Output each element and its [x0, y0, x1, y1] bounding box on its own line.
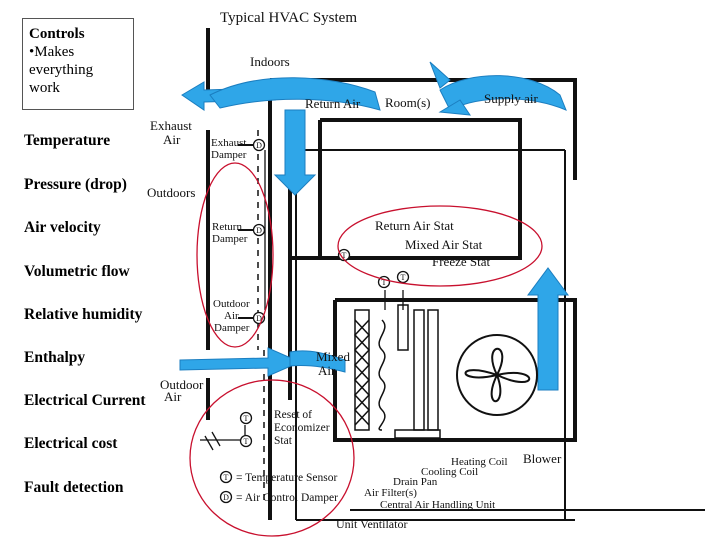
label-drain-pan: Drain Pan [393, 476, 438, 488]
sym-t-3: T [401, 273, 406, 282]
label-indoors: Indoors [250, 54, 290, 69]
list-item-enthalpy: Enthalpy [24, 349, 86, 366]
label-unit-ventilator: Unit Ventilator [336, 517, 407, 531]
supply-up-arrow [527, 267, 569, 391]
mixed-air-arrow [179, 347, 302, 377]
diagram-title: Typical HVAC System [220, 10, 357, 26]
label-reset-economizer-1: Reset of [274, 409, 312, 421]
controls-line-2: everything [29, 62, 94, 78]
list-item-fault-detection: Fault detection [24, 479, 124, 496]
label-exhaust-air-2: Air [163, 132, 181, 147]
label-return-air: Return Air [305, 96, 361, 111]
list-item-electrical-cost: Electrical cost [24, 435, 118, 452]
legend-sym-d: D [223, 493, 229, 502]
controls-line-3: work [29, 80, 60, 96]
label-outdoor-air-damper-1: Outdoor [213, 298, 250, 310]
label-air-filters: Air Filter(s) [364, 487, 417, 499]
return-air-arrow [209, 77, 381, 111]
label-central-ahu: Central Air Handling Unit [380, 499, 495, 511]
label-cooling-coil: Cooling Coil [421, 466, 478, 478]
label-exhaust-damper-1: Exhaust [211, 137, 246, 149]
list-item-pressure-drop: Pressure (drop) [24, 176, 127, 193]
list-item-electrical-current: Electrical Current [24, 392, 146, 409]
legend-temperature-sensor: = Temperature Sensor [236, 472, 337, 484]
label-heating-coil: Heating Coil [451, 456, 508, 468]
list-item-temperature: Temperature [24, 132, 111, 149]
sym-d-3: D [256, 314, 262, 323]
controls-line-1: •Makes [29, 44, 75, 60]
duct-walls [206, 28, 577, 520]
label-exhaust-air-1: Exhaust [150, 118, 192, 133]
legend-air-control-damper: = Air Control Damper [236, 492, 338, 504]
controls-box: Controls •Makes everything work [22, 18, 134, 110]
sym-t-4: T [244, 414, 249, 423]
label-exhaust-damper-2: Damper [211, 149, 247, 161]
highlight-circles [189, 162, 543, 537]
sym-d-2: D [256, 226, 262, 235]
label-outdoor-air-1: Outdoor [160, 377, 204, 392]
return-down-arrow [273, 109, 317, 196]
label-return-air-stat: Return Air Stat [375, 218, 454, 233]
label-return-damper-1: Return [212, 221, 242, 233]
legend-sym-t: T [224, 473, 229, 482]
supply-air-arrow [439, 75, 567, 111]
label-return-damper-2: Damper [212, 233, 248, 245]
sym-t-5: T [244, 437, 249, 446]
label-rooms: Room(s) [385, 95, 431, 110]
label-mixed-air-2: Air [318, 363, 336, 378]
label-blower: Blower [523, 451, 562, 466]
label-freeze-stat: Freeze Stat [432, 254, 491, 269]
list-item-volumetric-flow: Volumetric flow [24, 263, 130, 280]
sym-t-2: T [382, 278, 387, 287]
label-outdoors: Outdoors [147, 185, 195, 200]
controls-title: Controls [29, 26, 85, 42]
label-reset-economizer-2: Economizer [274, 422, 330, 434]
sym-t-1: T [342, 251, 347, 260]
label-supply-air: Supply air [484, 91, 538, 106]
blower-fan-icon [456, 334, 538, 416]
sym-d-1: D [256, 141, 262, 150]
list-item-relative-humidity: Relative humidity [24, 306, 143, 323]
label-outdoor-air-2: Air [164, 389, 182, 404]
label-mixed-air-stat: Mixed Air Stat [405, 237, 483, 252]
list-item-air-velocity: Air velocity [24, 219, 101, 236]
label-outdoor-air-damper-2: Air [224, 310, 239, 322]
label-mixed-air-1: Mixed [316, 349, 350, 364]
label-reset-economizer-3: Stat [274, 435, 293, 447]
label-outdoor-air-damper-3: Damper [214, 322, 250, 334]
